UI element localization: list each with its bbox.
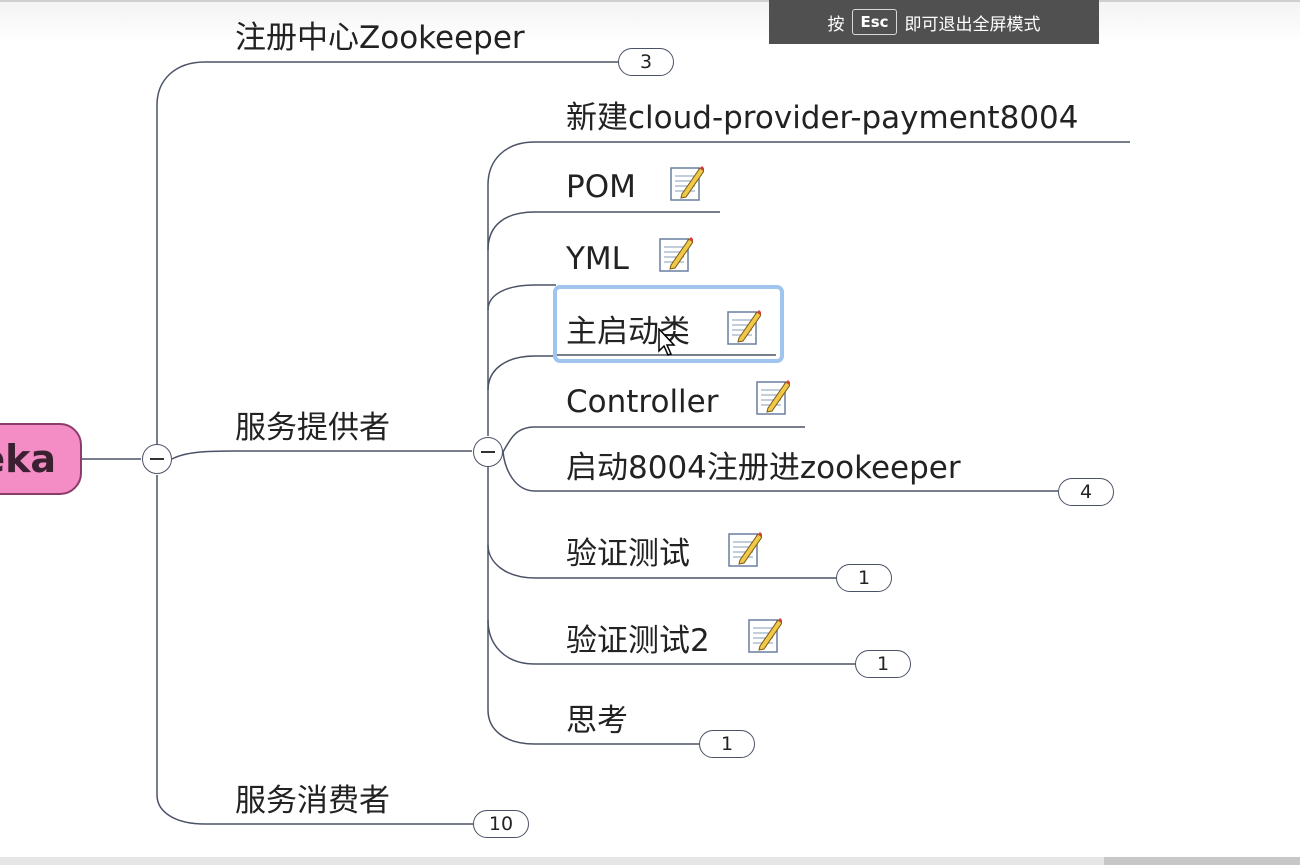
collapsed-count-badge[interactable]: 10 [473,810,529,838]
topic-think[interactable]: 思考 [566,703,628,739]
collapse-minus-icon[interactable] [142,444,172,474]
note-pencil-icon[interactable] [756,378,790,416]
note-pencil-icon[interactable] [670,164,704,202]
topic-provider[interactable]: 服务提供者 [235,410,390,446]
topic-consumer[interactable]: 服务消费者 [235,783,390,819]
collapse-minus-icon[interactable] [473,437,503,467]
fullscreen-exit-hint: 按 Esc 即可退出全屏模式 [769,0,1099,44]
topic-verify[interactable]: 验证测试 [566,536,690,572]
selected-topic-highlight [553,285,784,363]
topic-start-register[interactable]: 启动8004注册进zookeeper [566,450,961,486]
window-top-border [0,0,1300,2]
note-pencil-icon[interactable] [659,235,693,273]
topic-zookeeper[interactable]: 注册中心Zookeeper [235,20,525,56]
hint-prefix: 按 [827,14,845,35]
topic-yml[interactable]: YML [566,241,629,277]
note-pencil-icon[interactable] [727,308,761,346]
esc-key-hint: Esc [852,9,897,35]
collapsed-count-badge[interactable]: 1 [855,650,911,678]
collapsed-count-badge[interactable]: 3 [618,48,674,76]
hint-suffix: 即可退出全屏模式 [904,14,1041,35]
collapsed-count-badge[interactable]: 4 [1058,478,1114,506]
topic-pom[interactable]: POM [566,169,636,205]
topic-controller[interactable]: Controller [566,384,719,420]
horizontal-scrollbar[interactable] [0,857,1300,865]
topic-verify2[interactable]: 验证测试2 [566,623,710,659]
mouse-pointer-icon [658,328,676,356]
collapsed-count-badge[interactable]: 1 [699,730,755,758]
topic-new-module[interactable]: 新建cloud-provider-payment8004 [566,100,1079,136]
root-topic-label: eka [0,437,56,481]
root-topic[interactable]: eka [0,423,82,495]
collapsed-count-badge[interactable]: 1 [836,564,892,592]
scrollbar-thumb[interactable] [1104,857,1300,865]
note-pencil-icon[interactable] [748,616,782,654]
note-pencil-icon[interactable] [728,530,762,568]
